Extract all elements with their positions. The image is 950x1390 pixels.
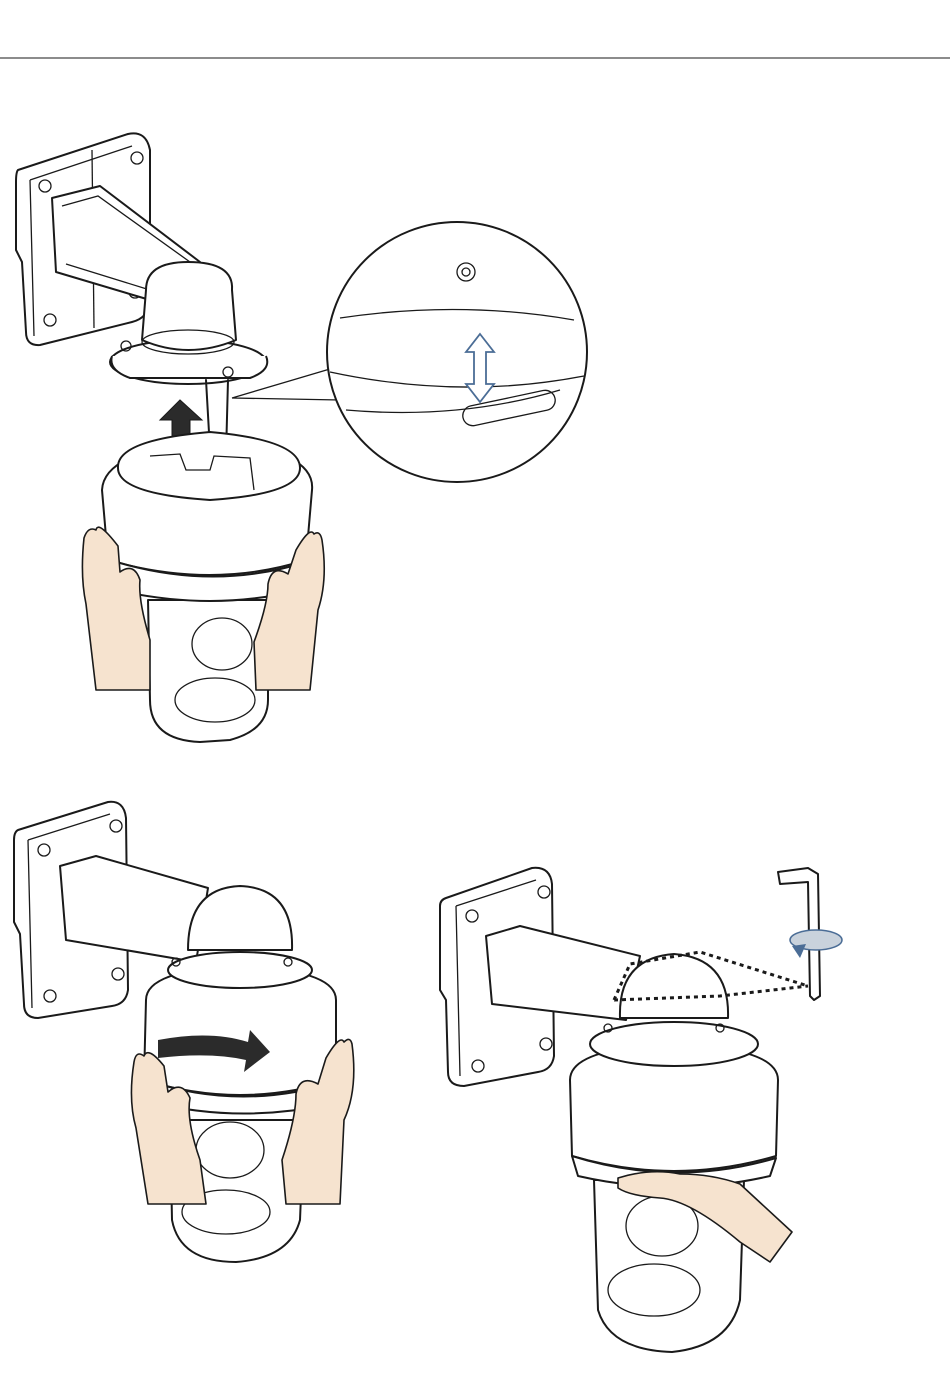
bracket-arm <box>486 926 640 1020</box>
magnifier-callout <box>232 222 587 482</box>
step-1-attach-camera <box>16 133 587 742</box>
step-2-rotate-camera <box>14 802 354 1262</box>
step-3-tighten-screws <box>440 868 842 1352</box>
